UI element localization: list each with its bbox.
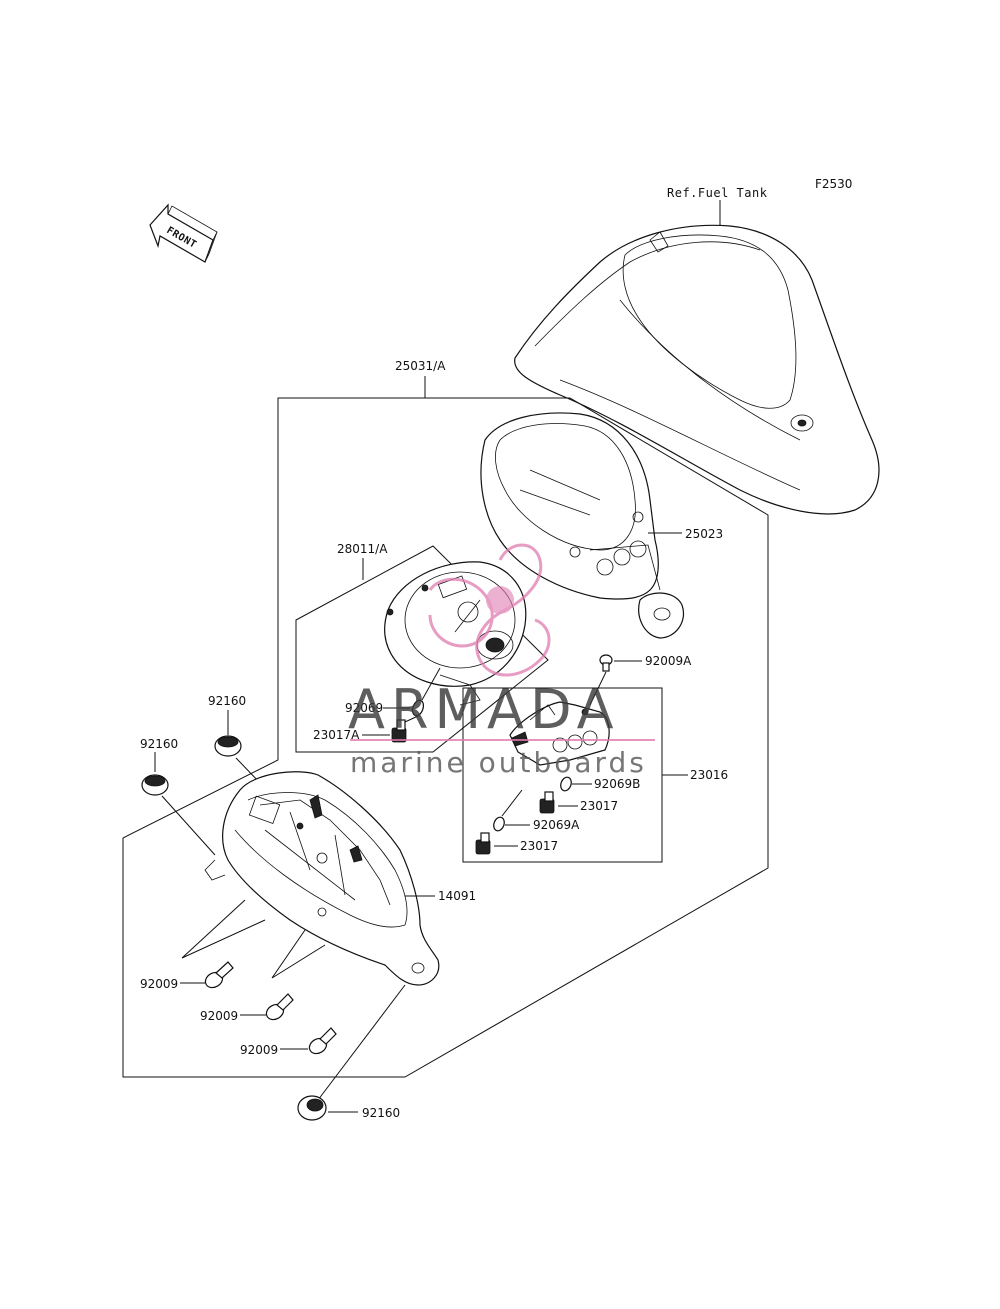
label-92009-a: 92009 — [140, 977, 178, 991]
ref-fuel-tank-label: Ref.Fuel Tank — [667, 186, 768, 200]
grommet-92160-c — [297, 1095, 327, 1121]
grommet-92160-a — [214, 735, 242, 757]
watermark-brand: ARMADA — [348, 678, 620, 741]
label-92160-b: 92160 — [140, 737, 178, 751]
meter-housing — [204, 771, 440, 986]
socket-23017-b — [475, 832, 491, 855]
bulb-92069B — [560, 776, 572, 792]
socket-23017-a — [539, 791, 555, 814]
label-92009-c: 92009 — [240, 1043, 278, 1057]
label-92160-c: 92160 — [362, 1106, 400, 1120]
label-23017-a: 23017 — [580, 799, 618, 813]
screw-92009-c — [308, 1027, 337, 1055]
label-92160-a: 92160 — [208, 694, 246, 708]
label-23016: 23016 — [690, 768, 728, 782]
front-arrow-icon — [149, 203, 218, 263]
indicator-unit — [509, 701, 610, 766]
label-92009-b: 92009 — [200, 1009, 238, 1023]
label-92069A: 92069A — [533, 818, 580, 832]
label-92009A-top: 92009A — [645, 654, 692, 668]
figure-code: F2530 — [815, 177, 852, 191]
label-92069B: 92069B — [594, 777, 640, 791]
screw-92009-a — [204, 961, 234, 989]
label-25031A: 25031/A — [395, 359, 446, 373]
meter-cover — [480, 412, 684, 639]
label-23017A: 23017A — [313, 728, 360, 742]
screw-92009A — [599, 654, 613, 672]
grommet-92160-b — [141, 774, 169, 796]
label-23017-b: 23017 — [520, 839, 558, 853]
bulb-92069 — [411, 699, 425, 717]
watermark-logo — [428, 543, 551, 677]
screw-92009-b — [265, 993, 294, 1021]
bulb-92069A — [493, 816, 505, 832]
label-25023: 25023 — [685, 527, 723, 541]
label-28011A: 28011/A — [337, 542, 388, 556]
watermark-tagline: marine outboards — [350, 746, 647, 779]
label-92069: 92069 — [345, 701, 383, 715]
label-14091: 14091 — [438, 889, 476, 903]
fuel-tank-cover — [514, 224, 880, 515]
socket-23017A — [391, 719, 407, 743]
